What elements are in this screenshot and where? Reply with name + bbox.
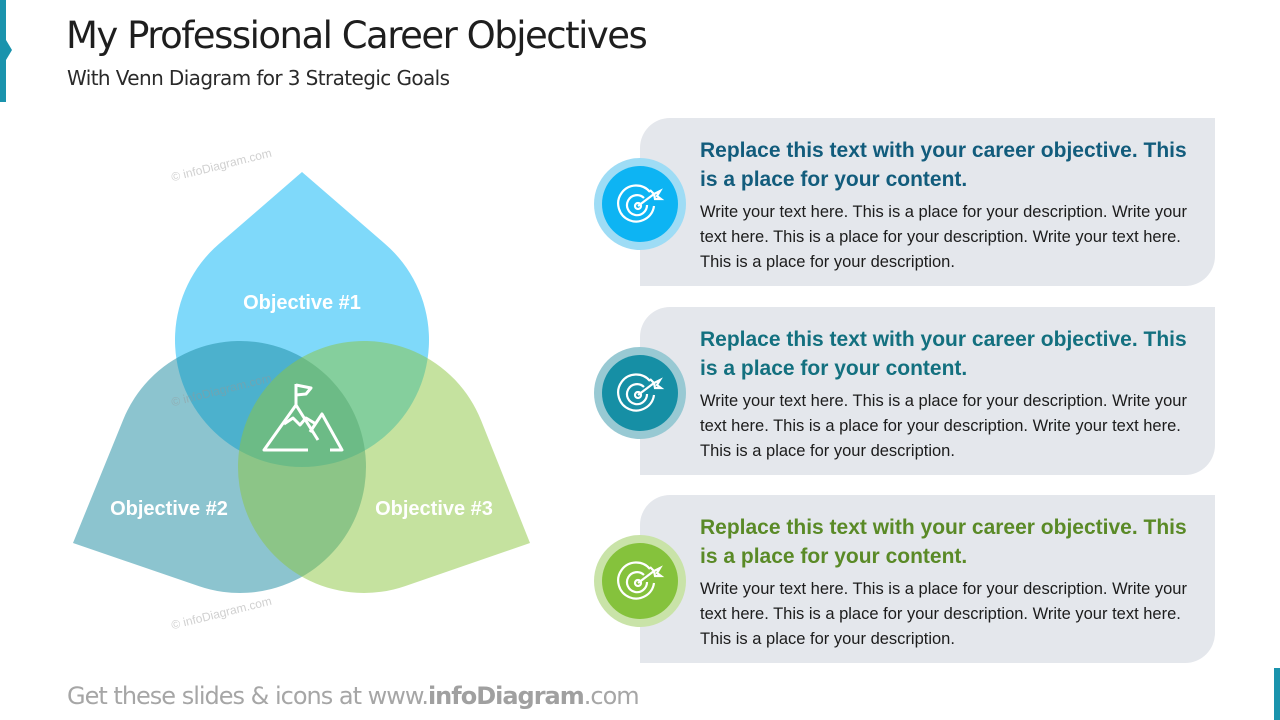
venn-diagram: Objective #1 Objective #2 Objective #3	[73, 172, 530, 593]
objective-badge	[594, 158, 686, 250]
objective-description: Write your text here. This is a place fo…	[700, 392, 1187, 460]
objective-badge	[594, 535, 686, 627]
objective-badge	[594, 347, 686, 439]
page-subtitle: With Venn Diagram for 3 Strategic Goals	[67, 66, 450, 90]
objective-description: Write your text here. This is a place fo…	[700, 203, 1187, 271]
objective-title: Replace this text with your career objec…	[700, 328, 1187, 380]
objective-card: Replace this text with your career objec…	[640, 118, 1215, 286]
objective-card: Replace this text with your career objec…	[640, 495, 1215, 663]
accent-bar	[0, 0, 12, 102]
venn-label-1: Objective #1	[243, 292, 361, 314]
footer-text: Get these slides & icons at www.infoDiag…	[67, 682, 640, 710]
target-arrow-icon	[617, 184, 665, 223]
mountain-flag-icon	[262, 383, 344, 452]
page-title: My Professional Career Objectives	[66, 14, 648, 57]
objective-title: Replace this text with your career objec…	[700, 139, 1187, 191]
objective-description: Write your text here. This is a place fo…	[700, 580, 1187, 648]
objective-title: Replace this text with your career objec…	[700, 516, 1187, 568]
venn-set-3[interactable]	[238, 341, 530, 593]
target-arrow-icon	[617, 373, 665, 412]
venn-label-2: Objective #2	[110, 498, 228, 520]
objective-card: Replace this text with your career objec…	[640, 307, 1215, 475]
venn-label-3: Objective #3	[375, 498, 493, 520]
target-arrow-icon	[617, 561, 665, 600]
corner-accent	[1274, 668, 1280, 720]
